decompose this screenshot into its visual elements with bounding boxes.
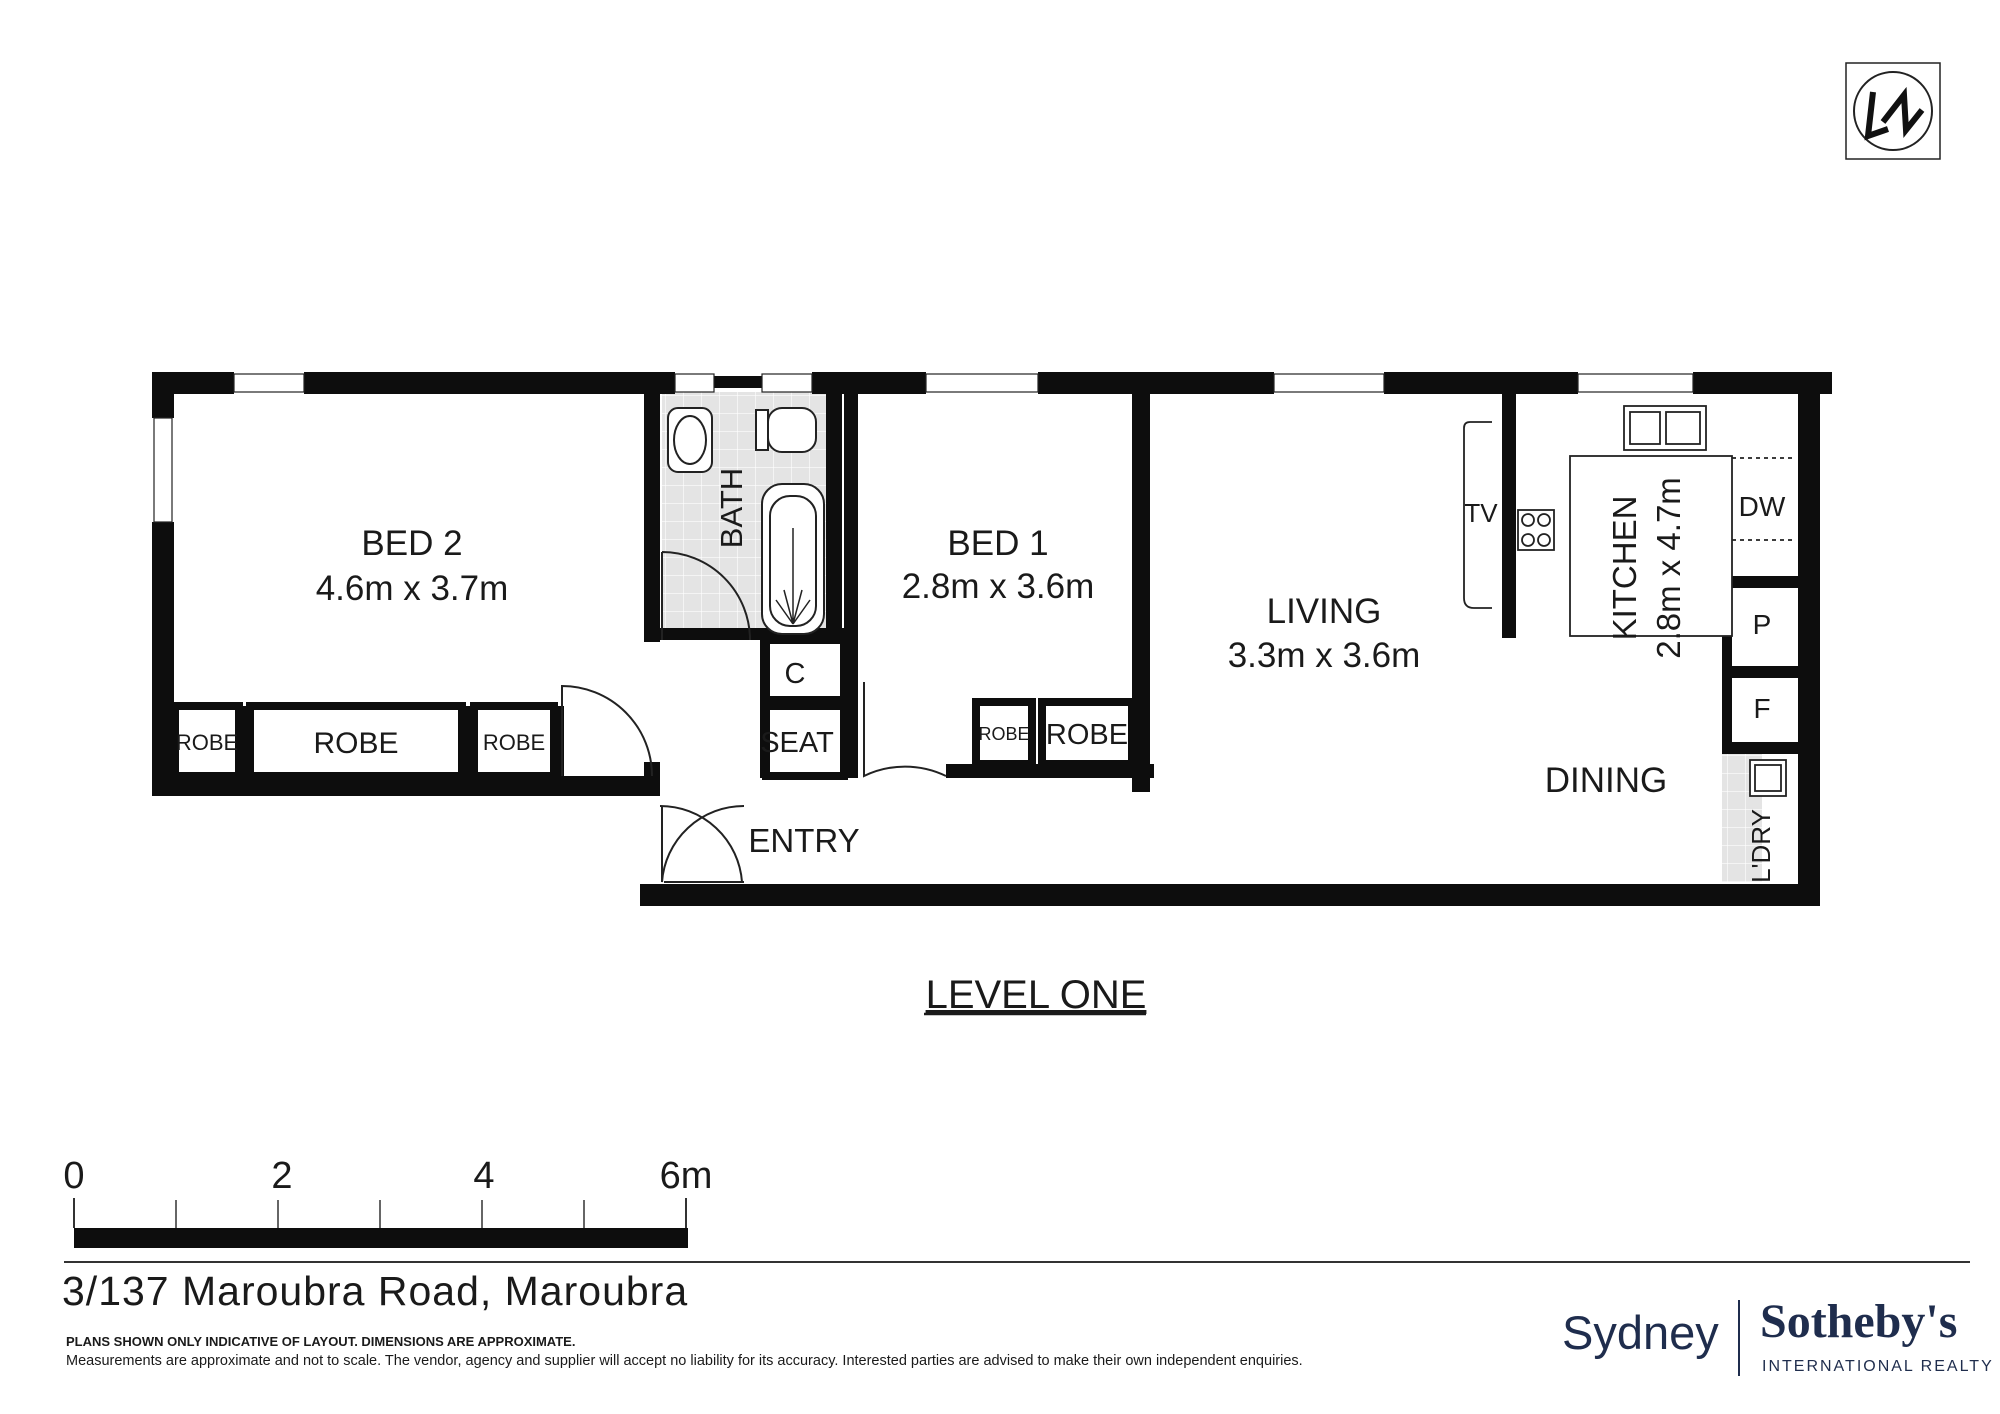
bed2-size: 4.6m x 3.7m bbox=[316, 569, 509, 608]
p-label: P bbox=[1753, 609, 1772, 640]
bath-fixtures bbox=[667, 407, 825, 635]
bed1-size: 2.8m x 3.6m bbox=[902, 567, 1095, 606]
living-name: LIVING bbox=[1267, 592, 1382, 631]
kitchen-fixtures bbox=[1463, 405, 1794, 797]
kitchen-size: 2.8m x 4.7m bbox=[1650, 477, 1687, 659]
entry-label: ENTRY bbox=[748, 822, 859, 859]
bed1-name: BED 1 bbox=[947, 524, 1048, 563]
bath-label: BATH bbox=[714, 468, 749, 548]
dining-label: DINING bbox=[1545, 761, 1668, 800]
brand-logo-name: Sotheby's bbox=[1760, 1295, 1958, 1348]
tv-label: TV bbox=[1464, 498, 1498, 528]
scale-label-0: 0 bbox=[63, 1155, 84, 1197]
f-label: F bbox=[1753, 693, 1770, 724]
disclaimer-line-1: PLANS SHOWN ONLY INDICATIVE OF LAYOUT. D… bbox=[66, 1334, 576, 1349]
scale-bar: 0 2 4 6m bbox=[63, 1155, 712, 1248]
windows bbox=[153, 373, 1694, 523]
scale-label-6m: 6m bbox=[660, 1155, 713, 1197]
seat-label: SEAT bbox=[760, 727, 834, 759]
robe-label-2: ROBE bbox=[313, 727, 398, 760]
robe-label-5: ROBE bbox=[1046, 719, 1128, 751]
dw-label: DW bbox=[1739, 491, 1786, 522]
brand-logo-subtitle: INTERNATIONAL REALTY bbox=[1762, 1358, 1994, 1375]
north-arrow-icon bbox=[1845, 62, 1941, 160]
scale-label-4: 4 bbox=[473, 1155, 494, 1197]
robe-label-3: ROBE bbox=[483, 730, 545, 755]
living-size: 3.3m x 3.6m bbox=[1228, 636, 1421, 675]
laundry-label: L'DRY bbox=[1746, 809, 1776, 883]
c-label: C bbox=[785, 658, 806, 690]
level-title: LEVEL ONE bbox=[926, 973, 1147, 1017]
brand-city: Sydney bbox=[1562, 1306, 1719, 1359]
brand-divider bbox=[1738, 1300, 1740, 1376]
room-labels: BED 2 4.6m x 3.7m BED 1 2.8m x 3.6m LIVI… bbox=[316, 468, 1776, 883]
robe-label-4: ROBE bbox=[978, 724, 1029, 744]
robe-label-1: ROBE bbox=[176, 730, 238, 755]
fixture-labels: ROBE ROBE ROBE ROBE ROBE TV DW P F C SEA… bbox=[176, 491, 1786, 760]
kitchen-name: KITCHEN bbox=[1606, 496, 1643, 641]
bed1-robes bbox=[972, 698, 1136, 768]
seat-cupboard bbox=[762, 636, 848, 780]
doors bbox=[561, 551, 947, 883]
property-address: 3/137 Maroubra Road, Maroubra bbox=[62, 1268, 689, 1314]
walls bbox=[152, 372, 1832, 906]
bed2-name: BED 2 bbox=[361, 524, 462, 563]
scale-label-2: 2 bbox=[271, 1155, 292, 1197]
disclaimer-line-2: Measurements are approximate and not to … bbox=[66, 1353, 1303, 1369]
